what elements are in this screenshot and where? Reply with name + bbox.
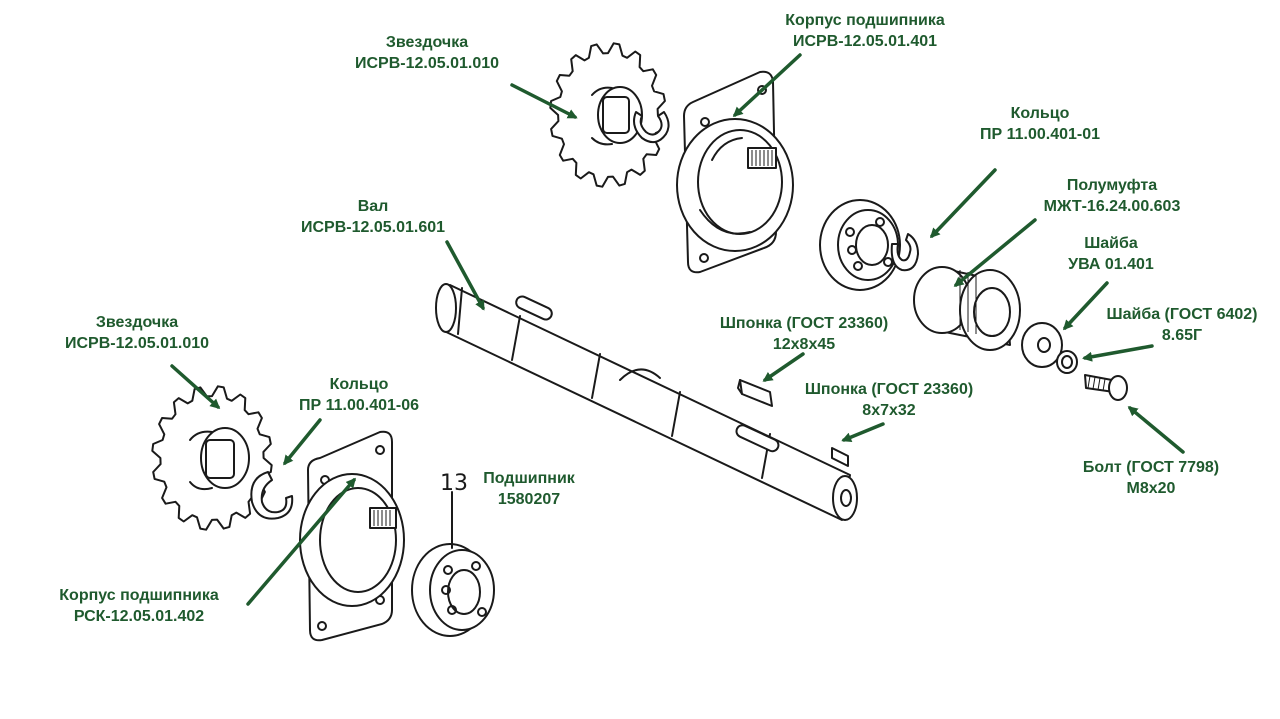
callout-title: Шайба (ГОСТ 6402) bbox=[1106, 306, 1258, 323]
callout-code: РСК-12.05.01.402 bbox=[73, 608, 205, 625]
callout-ring-top: Кольцо ПР 11.00.401-01 bbox=[980, 103, 1100, 145]
callout-shaft: Вал ИСРВ-12.05.01.601 bbox=[301, 196, 445, 238]
callout-title: Вал bbox=[357, 198, 389, 215]
arrow-ring-top bbox=[929, 168, 997, 239]
callout-code: ПР 11.00.401-06 bbox=[298, 397, 420, 414]
bolt-part bbox=[1084, 374, 1128, 401]
callout-half-coupling: Полумуфта МЖТ-16.24.00.603 bbox=[1044, 175, 1181, 217]
callout-title: Болт (ГОСТ 7798) bbox=[1082, 459, 1220, 476]
arrow-washer-uva bbox=[1062, 281, 1109, 331]
arrow-shaft bbox=[445, 240, 485, 311]
callout-code: МЖТ-16.24.00.603 bbox=[1043, 198, 1181, 215]
callout-key-small: Шпонка (ГОСТ 23360) 8х7х32 bbox=[805, 379, 973, 421]
callout-code: М8х20 bbox=[1126, 480, 1176, 497]
callout-bolt: Болт (ГОСТ 7798) М8х20 bbox=[1083, 457, 1219, 499]
arrow-housing-top bbox=[732, 53, 802, 118]
arrow-key-small bbox=[841, 422, 885, 442]
bearing-housing-top-part bbox=[676, 70, 794, 274]
arrow-sprocket-left bbox=[170, 364, 221, 409]
callout-title: Подшипник bbox=[483, 470, 575, 487]
arrow-bolt bbox=[1127, 406, 1185, 454]
callout-ring-left: Кольцо ПР 11.00.401-06 bbox=[299, 374, 419, 416]
callout-title: Шайба bbox=[1084, 235, 1138, 252]
arrow-sprocket-top bbox=[510, 83, 578, 119]
position-number-13: 13 bbox=[440, 471, 468, 496]
callout-title: Кольцо bbox=[1010, 105, 1070, 122]
callout-arrows bbox=[170, 53, 1185, 606]
callout-key-large: Шпонка (ГОСТ 23360) 12х8х45 bbox=[720, 313, 888, 355]
callout-title: Полумуфта bbox=[1066, 177, 1158, 194]
callout-title: Корпус подшипника bbox=[785, 12, 945, 29]
washer-gost-part bbox=[1056, 350, 1078, 374]
callout-code: ИСРВ-12.05.01.601 bbox=[300, 219, 446, 236]
bearing-housing-left-part bbox=[299, 430, 405, 642]
washer-uva-part bbox=[1021, 322, 1063, 368]
callout-bearing: Подшипник 1580207 bbox=[483, 468, 575, 510]
callout-title: Звездочка bbox=[95, 314, 179, 331]
bearing-right-part bbox=[819, 199, 919, 291]
key-large-part bbox=[737, 379, 773, 407]
bearing-13-part: 13 bbox=[411, 471, 495, 637]
callout-code: УВА 01.401 bbox=[1068, 256, 1154, 273]
callout-code: 8х7х32 bbox=[862, 402, 916, 419]
arrow-ring-left bbox=[283, 418, 322, 466]
arrow-housing-left bbox=[246, 477, 356, 606]
callout-code: ИСРВ-12.05.01.401 bbox=[792, 33, 938, 50]
arrow-half-coupling bbox=[953, 218, 1037, 287]
arrow-washer-gost bbox=[1082, 344, 1154, 362]
callout-title: Шпонка (ГОСТ 23360) bbox=[804, 381, 974, 398]
callout-sprocket-top: Звездочка ИСРВ-12.05.01.010 bbox=[355, 32, 499, 74]
callout-title: Кольцо bbox=[329, 376, 389, 393]
callout-housing-top: Корпус подшипника ИСРВ-12.05.01.401 bbox=[785, 10, 944, 52]
sprocket-top-part bbox=[549, 42, 670, 188]
shaft-part bbox=[435, 283, 858, 521]
callout-code: ПР 11.00.401-01 bbox=[979, 126, 1101, 143]
callout-sprocket-left: Звездочка ИСРВ-12.05.01.010 bbox=[65, 312, 209, 354]
half-coupling-part bbox=[913, 266, 1021, 351]
callout-title: Звездочка bbox=[385, 34, 469, 51]
callout-code: ИСРВ-12.05.01.010 bbox=[64, 335, 210, 352]
callout-housing-left: Корпус подшипника РСК-12.05.01.402 bbox=[59, 585, 218, 627]
callout-code: 8.65Г bbox=[1161, 327, 1203, 344]
callout-washer-uva: Шайба УВА 01.401 bbox=[1068, 233, 1154, 275]
callout-code: 1580207 bbox=[497, 491, 561, 508]
ring-left-part bbox=[250, 471, 294, 520]
callout-code: 12х8х45 bbox=[772, 336, 836, 353]
callout-code: ИСРВ-12.05.01.010 bbox=[354, 55, 500, 72]
callout-title: Шпонка (ГОСТ 23360) bbox=[719, 315, 889, 332]
callout-title: Корпус подшипника bbox=[59, 587, 219, 604]
sprocket-left-part bbox=[151, 385, 273, 531]
arrow-key-large bbox=[762, 352, 805, 382]
callout-washer-gost: Шайба (ГОСТ 6402) 8.65Г bbox=[1107, 304, 1258, 346]
key-small-part bbox=[831, 447, 849, 467]
